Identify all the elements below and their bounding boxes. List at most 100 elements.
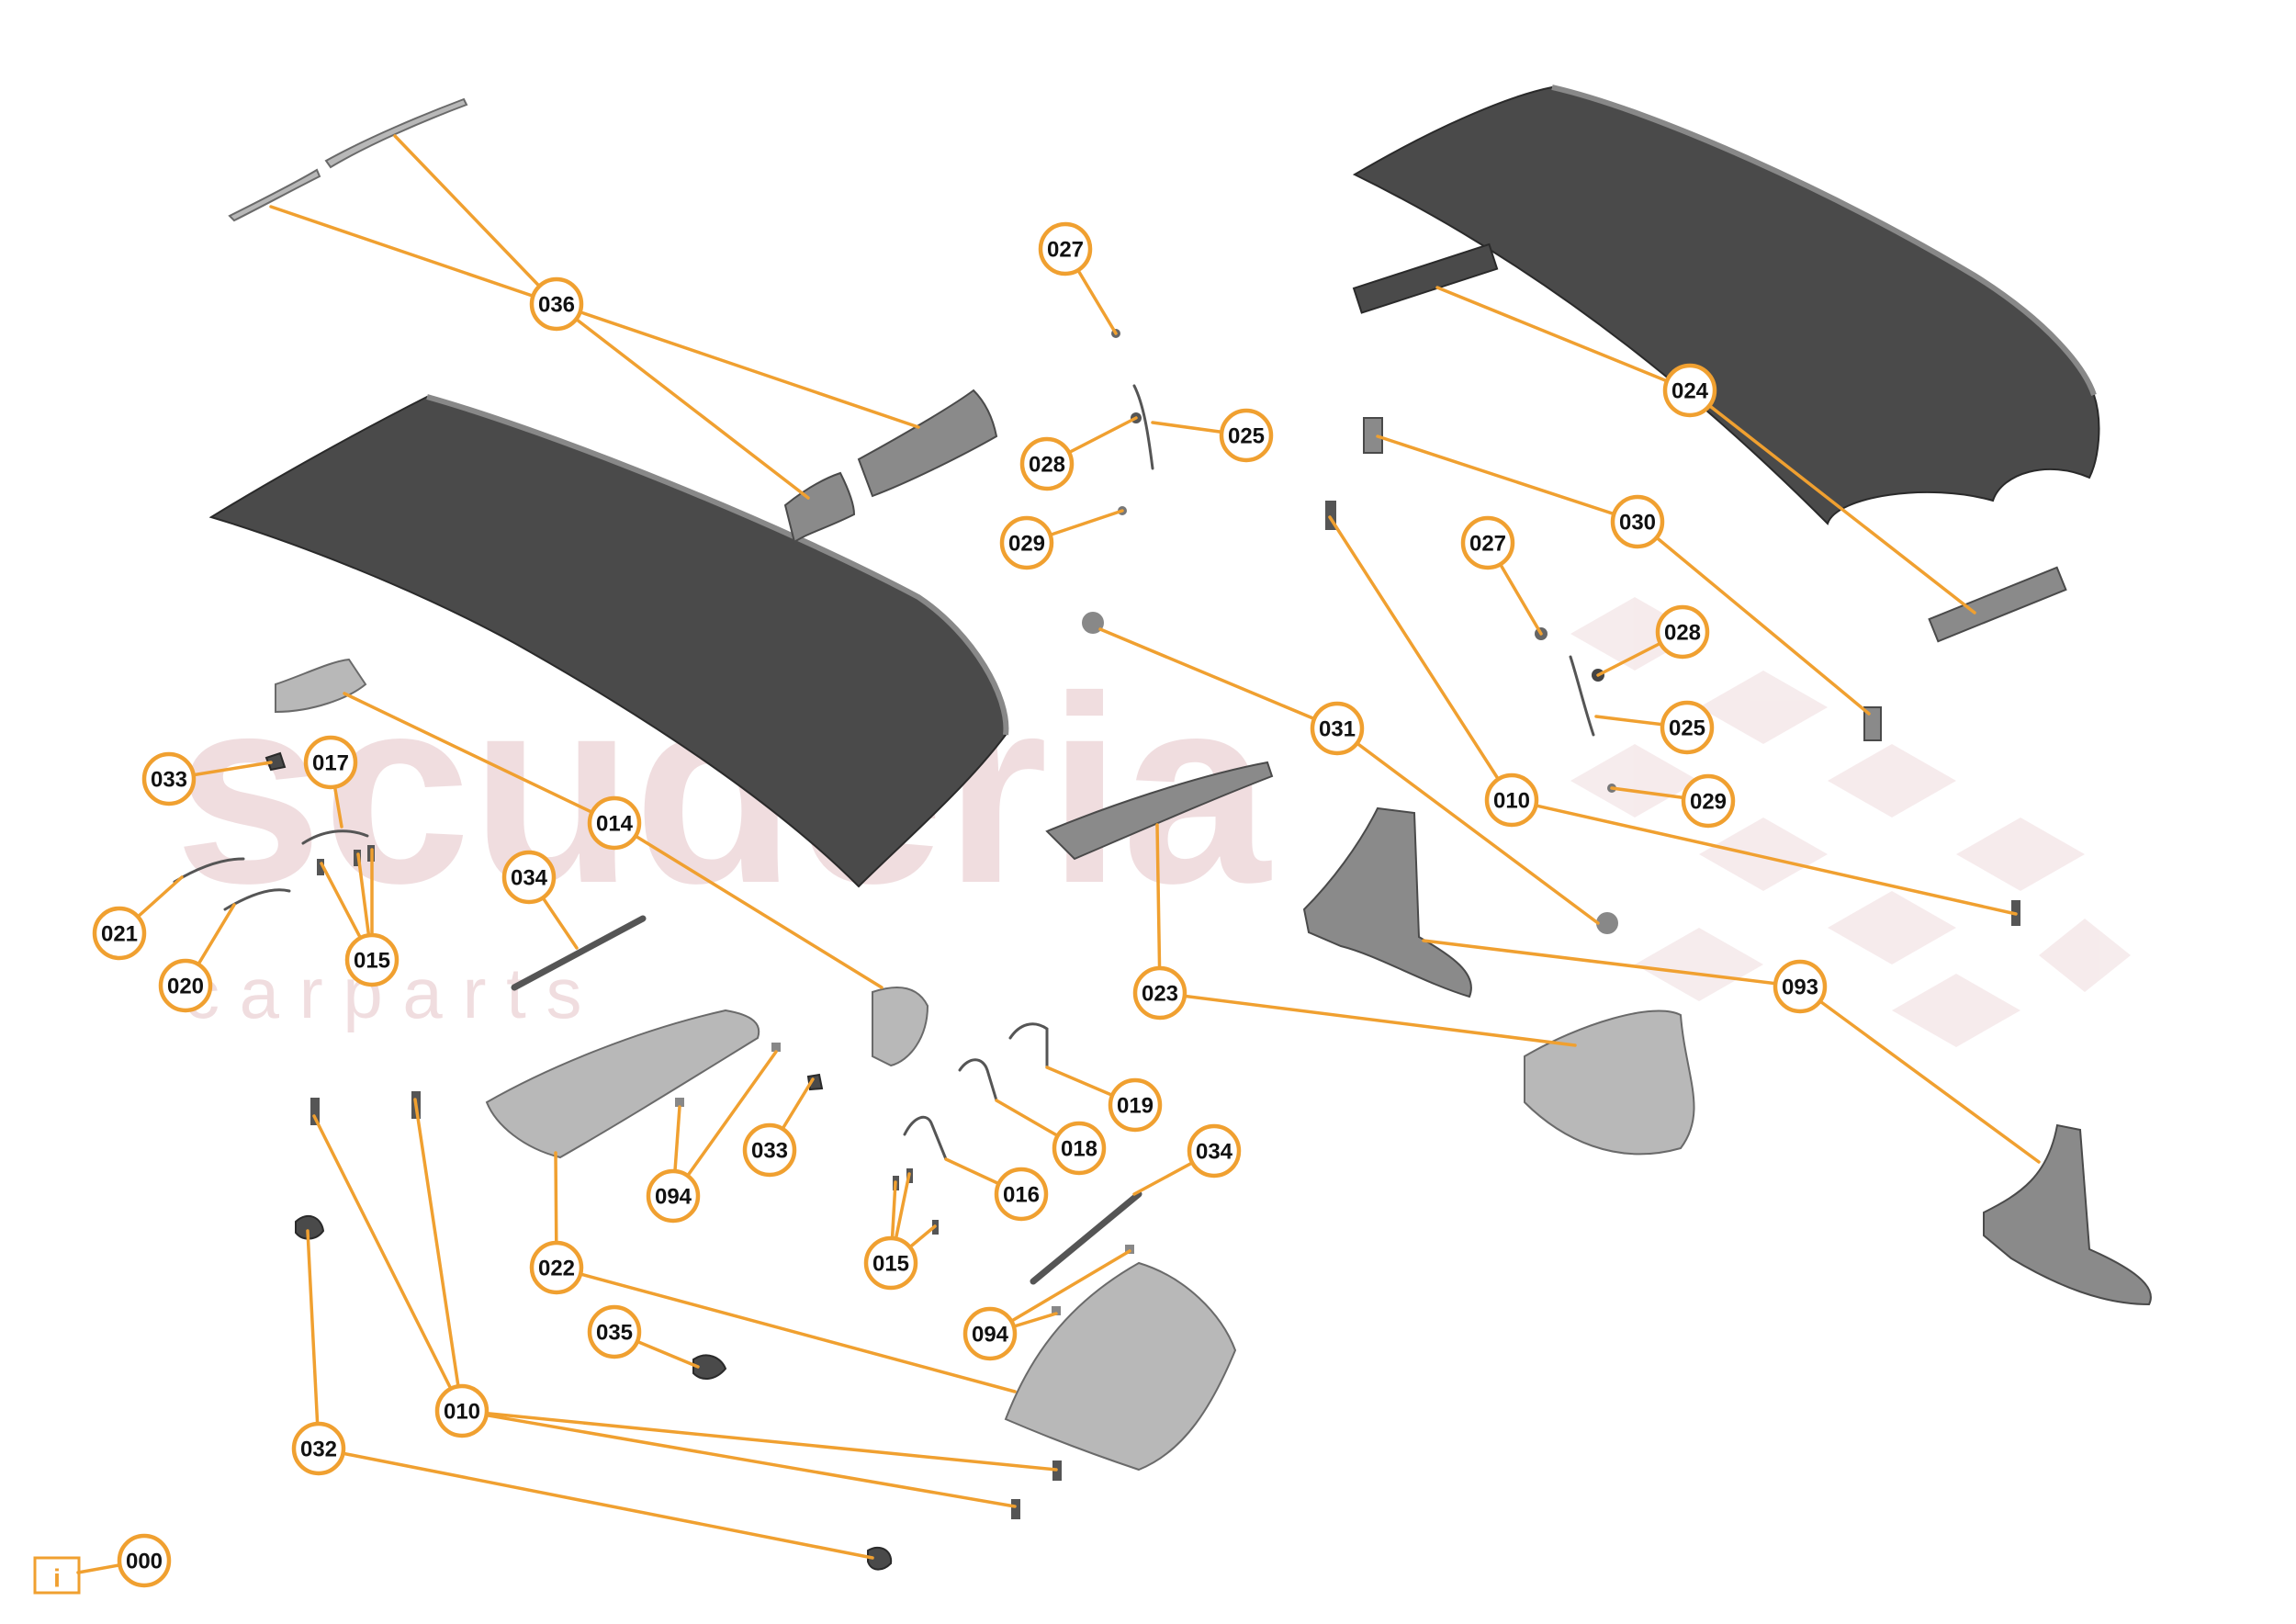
callout-circle[interactable] [1052, 1121, 1107, 1176]
callout-027[interactable]: 027 [1460, 515, 1515, 570]
callout-015[interactable]: 015 [863, 1235, 918, 1291]
callout-094[interactable]: 094 [646, 1168, 701, 1224]
bolt-010-c [310, 1098, 320, 1125]
callout-circle[interactable] [1310, 701, 1365, 756]
callout-015[interactable]: 015 [344, 932, 400, 987]
callout-circle[interactable] [1108, 1077, 1163, 1133]
callout-circle[interactable] [92, 906, 147, 961]
callout-circle[interactable] [344, 932, 400, 987]
callout-circle[interactable] [1681, 773, 1736, 829]
callout-circle[interactable] [291, 1421, 346, 1476]
leader-line-023-2 [1158, 991, 1577, 1047]
callout-circle[interactable] [303, 735, 358, 790]
callout-014[interactable]: 014 [587, 795, 642, 851]
callout-circle[interactable] [117, 1533, 172, 1588]
callout-020[interactable]: 020 [158, 958, 213, 1013]
callout-circle[interactable] [501, 850, 557, 905]
clip-094-c [1052, 1306, 1061, 1315]
callout-010[interactable]: 010 [434, 1383, 490, 1438]
callout-024[interactable]: 024 [1662, 363, 1717, 418]
callout-circle[interactable] [999, 515, 1054, 570]
callout-circle[interactable] [434, 1383, 490, 1438]
callout-circle[interactable] [742, 1122, 797, 1178]
callout-019[interactable]: 019 [1108, 1077, 1163, 1133]
callout-017[interactable]: 017 [303, 735, 358, 790]
callout-circle[interactable] [646, 1168, 701, 1224]
bracket-017 [301, 829, 369, 845]
trim-duct-left [783, 471, 856, 544]
callout-circle[interactable] [1484, 773, 1539, 828]
callout-label: 024 [1671, 379, 1709, 404]
callout-093[interactable]: 093 [1773, 959, 1828, 1014]
leader-line-010-1 [312, 1114, 464, 1413]
callout-label: 014 [596, 812, 634, 837]
callout-circle[interactable] [1132, 965, 1187, 1021]
callout-label: 027 [1469, 532, 1506, 557]
callout-label: 035 [596, 1321, 633, 1346]
callout-circle[interactable] [1660, 700, 1715, 755]
bumper-032-upper [295, 1214, 325, 1240]
callout-031[interactable]: 031 [1310, 701, 1365, 756]
callout-021[interactable]: 021 [92, 906, 147, 961]
callout-029[interactable]: 029 [999, 515, 1054, 570]
bracket-019 [1008, 1022, 1049, 1069]
callout-034[interactable]: 034 [501, 850, 557, 905]
trim-strip-upper [324, 97, 468, 169]
leader-line-024-2 [1688, 389, 1976, 615]
callout-circle[interactable] [1019, 436, 1075, 491]
callout-label: 027 [1047, 238, 1084, 263]
callout-032[interactable]: 032 [291, 1421, 346, 1476]
callout-circle[interactable] [1662, 363, 1717, 418]
callout-circle[interactable] [587, 1304, 642, 1359]
callout-025[interactable]: 025 [1219, 408, 1274, 463]
callout-label: 015 [354, 949, 390, 974]
callout-029[interactable]: 029 [1681, 773, 1736, 829]
callout-094[interactable]: 094 [962, 1306, 1018, 1361]
bracket-018 [958, 1058, 998, 1102]
callout-022[interactable]: 022 [529, 1240, 584, 1295]
callout-circle[interactable] [1460, 515, 1515, 570]
callout-circle[interactable] [141, 751, 197, 806]
callout-circle[interactable] [1773, 959, 1828, 1014]
callout-033[interactable]: 033 [742, 1122, 797, 1178]
callout-label: 029 [1008, 532, 1045, 557]
callout-025[interactable]: 025 [1660, 700, 1715, 755]
callout-label: 028 [1029, 453, 1065, 478]
callout-circle[interactable] [962, 1306, 1018, 1361]
callout-034[interactable]: 034 [1187, 1123, 1242, 1179]
callout-circle[interactable] [863, 1235, 918, 1291]
callout-circle[interactable] [1610, 494, 1665, 549]
callout-030[interactable]: 030 [1610, 494, 1665, 549]
callout-circle[interactable] [529, 276, 584, 332]
callout-circle[interactable] [158, 958, 213, 1013]
leader-line-036-2 [393, 134, 558, 306]
callout-016[interactable]: 016 [994, 1167, 1049, 1222]
bumper-032-lower [867, 1546, 893, 1571]
panel-022-left [485, 1009, 760, 1159]
callout-036[interactable]: 036 [529, 276, 584, 332]
rear-rail-lower [1928, 566, 2067, 643]
callout-010[interactable]: 010 [1484, 773, 1539, 828]
callout-circle[interactable] [1187, 1123, 1242, 1179]
callout-028[interactable]: 028 [1655, 604, 1710, 660]
callout-label: 020 [167, 975, 204, 999]
callout-033[interactable]: 033 [141, 751, 197, 806]
callout-circle[interactable] [1219, 408, 1274, 463]
callout-circle[interactable] [994, 1167, 1049, 1222]
callout-circle[interactable] [529, 1240, 584, 1295]
callout-circle[interactable] [1038, 221, 1093, 276]
callout-018[interactable]: 018 [1052, 1121, 1107, 1176]
svg-text:i: i [53, 1564, 61, 1593]
watermark: scuderia c a r p a r t s [174, 597, 2131, 1047]
callout-circle[interactable] [1655, 604, 1710, 660]
callout-circle[interactable] [587, 795, 642, 851]
rod-034-left [511, 915, 647, 991]
info-icon[interactable]: i [33, 1556, 81, 1595]
callout-027[interactable]: 027 [1038, 221, 1093, 276]
callout-035[interactable]: 035 [587, 1304, 642, 1359]
callout-023[interactable]: 023 [1132, 965, 1187, 1021]
callout-028[interactable]: 028 [1019, 436, 1075, 491]
clip-094-a [675, 1098, 684, 1107]
callout-000[interactable]: 000 [117, 1533, 172, 1588]
bolt-010-f [1011, 1499, 1020, 1519]
